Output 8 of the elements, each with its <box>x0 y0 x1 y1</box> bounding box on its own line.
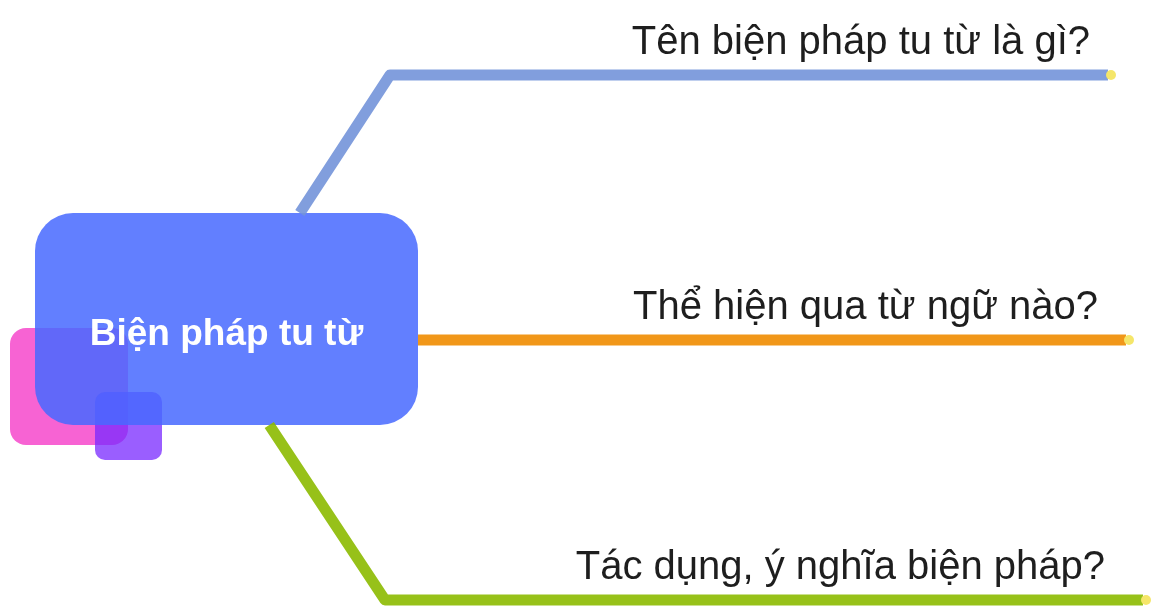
topic-box <box>35 213 418 425</box>
branch-text: Tác dụng, ý nghĩa biện pháp? <box>575 543 1105 588</box>
branch-line <box>418 334 1126 346</box>
topic-text: Biện pháp tu từ <box>89 312 364 354</box>
branch-line <box>295 69 1108 216</box>
branch-text: Thể hiện qua từ ngữ nào? <box>633 283 1098 328</box>
branch-line <box>264 421 1143 606</box>
branch-text: Tên biện pháp tu từ là gì? <box>631 18 1090 63</box>
